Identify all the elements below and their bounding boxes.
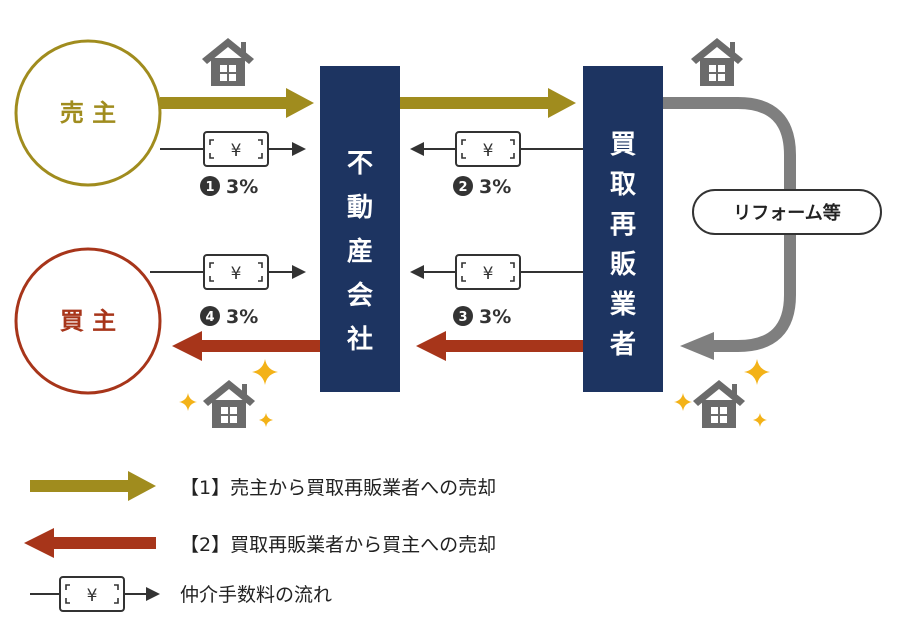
legend-item: 【1】売主から買取再販業者への売却 — [30, 471, 496, 501]
sparkle-icon — [744, 359, 770, 385]
legend-text: 【1】売主から買取再販業者への売却 — [180, 477, 496, 499]
fee-flow: ¥ 1 3% — [160, 131, 306, 198]
fee-flow: ¥ 2 3% — [410, 131, 583, 198]
red-arrow — [172, 331, 320, 361]
fee-number: 1 — [205, 180, 214, 195]
fee-number-badge — [453, 176, 473, 196]
fee-rate: 3% — [479, 176, 511, 198]
reseller-label-char: 買 — [610, 130, 636, 160]
fee-flow: ¥ 3 3% — [410, 254, 583, 328]
buyer-node: 買 主 — [14, 247, 162, 395]
reseller-label-char: 取 — [610, 170, 636, 200]
buyer-label: 買 主 — [60, 307, 116, 335]
reseller-node: 買 取 再 販 業 者 — [583, 66, 663, 392]
fee-number: 4 — [205, 310, 214, 325]
red-arrow — [416, 331, 583, 361]
legend-item: 【2】買取再販業者から買主への売却 — [24, 528, 496, 558]
house-icon — [693, 380, 745, 428]
fee-number-badge — [453, 306, 473, 326]
reform-badge: リフォーム等 — [692, 189, 882, 235]
fee-number: 3 — [458, 310, 467, 325]
agency-label-char: 産 — [347, 236, 373, 267]
agency-node: 不 動 産 会 社 — [320, 66, 400, 392]
fee-rate: 3% — [226, 176, 258, 198]
gold-arrow — [160, 88, 314, 118]
sparkle-icon — [674, 393, 692, 411]
seller-node: 売 主 — [14, 39, 162, 187]
agency-label-char: 会 — [347, 281, 373, 311]
reseller-label-char: 者 — [610, 330, 636, 360]
sparkle-icon — [179, 393, 197, 411]
yen-symbol: ¥ — [87, 586, 98, 606]
house-icon — [691, 38, 743, 86]
reform-label: リフォーム等 — [733, 202, 840, 224]
reseller-label-char: 販 — [610, 250, 637, 280]
sparkle-icon — [252, 359, 278, 385]
yen-symbol: ¥ — [483, 141, 494, 161]
legend-text: 【2】買取再販業者から買主への売却 — [180, 534, 496, 556]
fee-flow: ¥ 4 3% — [150, 254, 306, 328]
legend-text: 仲介手数料の流れ — [180, 584, 332, 606]
agency-label-char: 不 — [347, 149, 373, 179]
reseller-label-char: 業 — [610, 290, 636, 320]
sparkle-icon — [753, 413, 767, 427]
yen-symbol: ¥ — [483, 264, 494, 284]
gold-arrow — [400, 88, 576, 118]
agency-label-char: 社 — [347, 324, 373, 355]
fee-number: 2 — [458, 180, 467, 195]
yen-symbol: ¥ — [231, 141, 242, 161]
sparkle-icon — [259, 413, 273, 427]
house-icon — [202, 38, 254, 86]
house-icon — [203, 380, 255, 428]
seller-label: 売 主 — [60, 99, 116, 127]
reseller-label-char: 再 — [610, 210, 636, 240]
agency-label-char: 動 — [347, 193, 373, 223]
fee-rate: 3% — [226, 306, 258, 328]
legend: 【1】売主から買取再販業者への売却 【2】買取再販業者から買主への売却 ¥ 仲介… — [24, 471, 496, 612]
fee-number-badge — [200, 176, 220, 196]
fee-number-badge — [200, 306, 220, 326]
yen-symbol: ¥ — [231, 264, 242, 284]
legend-item: ¥ 仲介手数料の流れ — [30, 576, 332, 612]
fee-rate: 3% — [479, 306, 511, 328]
